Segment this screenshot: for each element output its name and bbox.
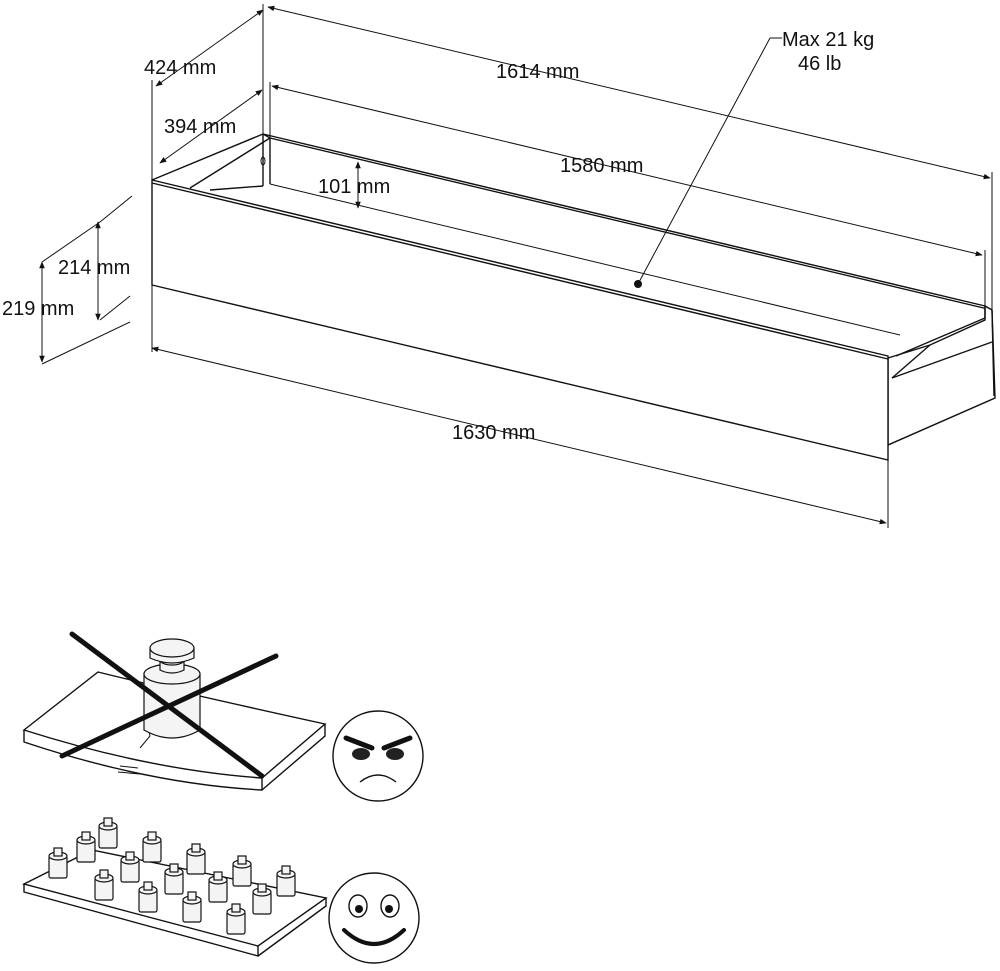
label-depth-outer: 424 mm	[144, 57, 216, 79]
label-length-front: 1630 mm	[452, 422, 535, 444]
label-max-kg: Max 21 kg	[782, 29, 874, 51]
label-length-inner: 1580 mm	[560, 155, 643, 177]
drawer-drawing: 424 mm 394 mm 1614 mm 1580 mm 101 mm 214…	[2, 4, 996, 528]
concentrated-load-crossed-icon	[22, 631, 327, 791]
label-length-back: 1614 mm	[496, 61, 579, 83]
label-height-total: 219 mm	[2, 298, 74, 320]
distributed-load-icon	[22, 817, 328, 957]
front-panel	[151, 179, 889, 461]
dim-depth-outer	[151, 9, 264, 180]
label-height-inner: 101 mm	[318, 176, 390, 198]
drawer-body	[151, 133, 996, 461]
angry-face-icon	[332, 710, 424, 802]
smiling-face-icon	[328, 872, 420, 964]
dim-height-front	[95, 195, 133, 321]
dim-length-inner	[269, 82, 986, 306]
label-max-lb: 46 lb	[798, 53, 841, 75]
small-weights	[48, 817, 296, 935]
dim-length-front	[151, 285, 889, 528]
label-depth-inner: 394 mm	[164, 116, 236, 138]
label-height-front: 214 mm	[58, 257, 130, 279]
dim-height-total	[39, 221, 131, 365]
dim-depth-inner	[159, 89, 263, 164]
